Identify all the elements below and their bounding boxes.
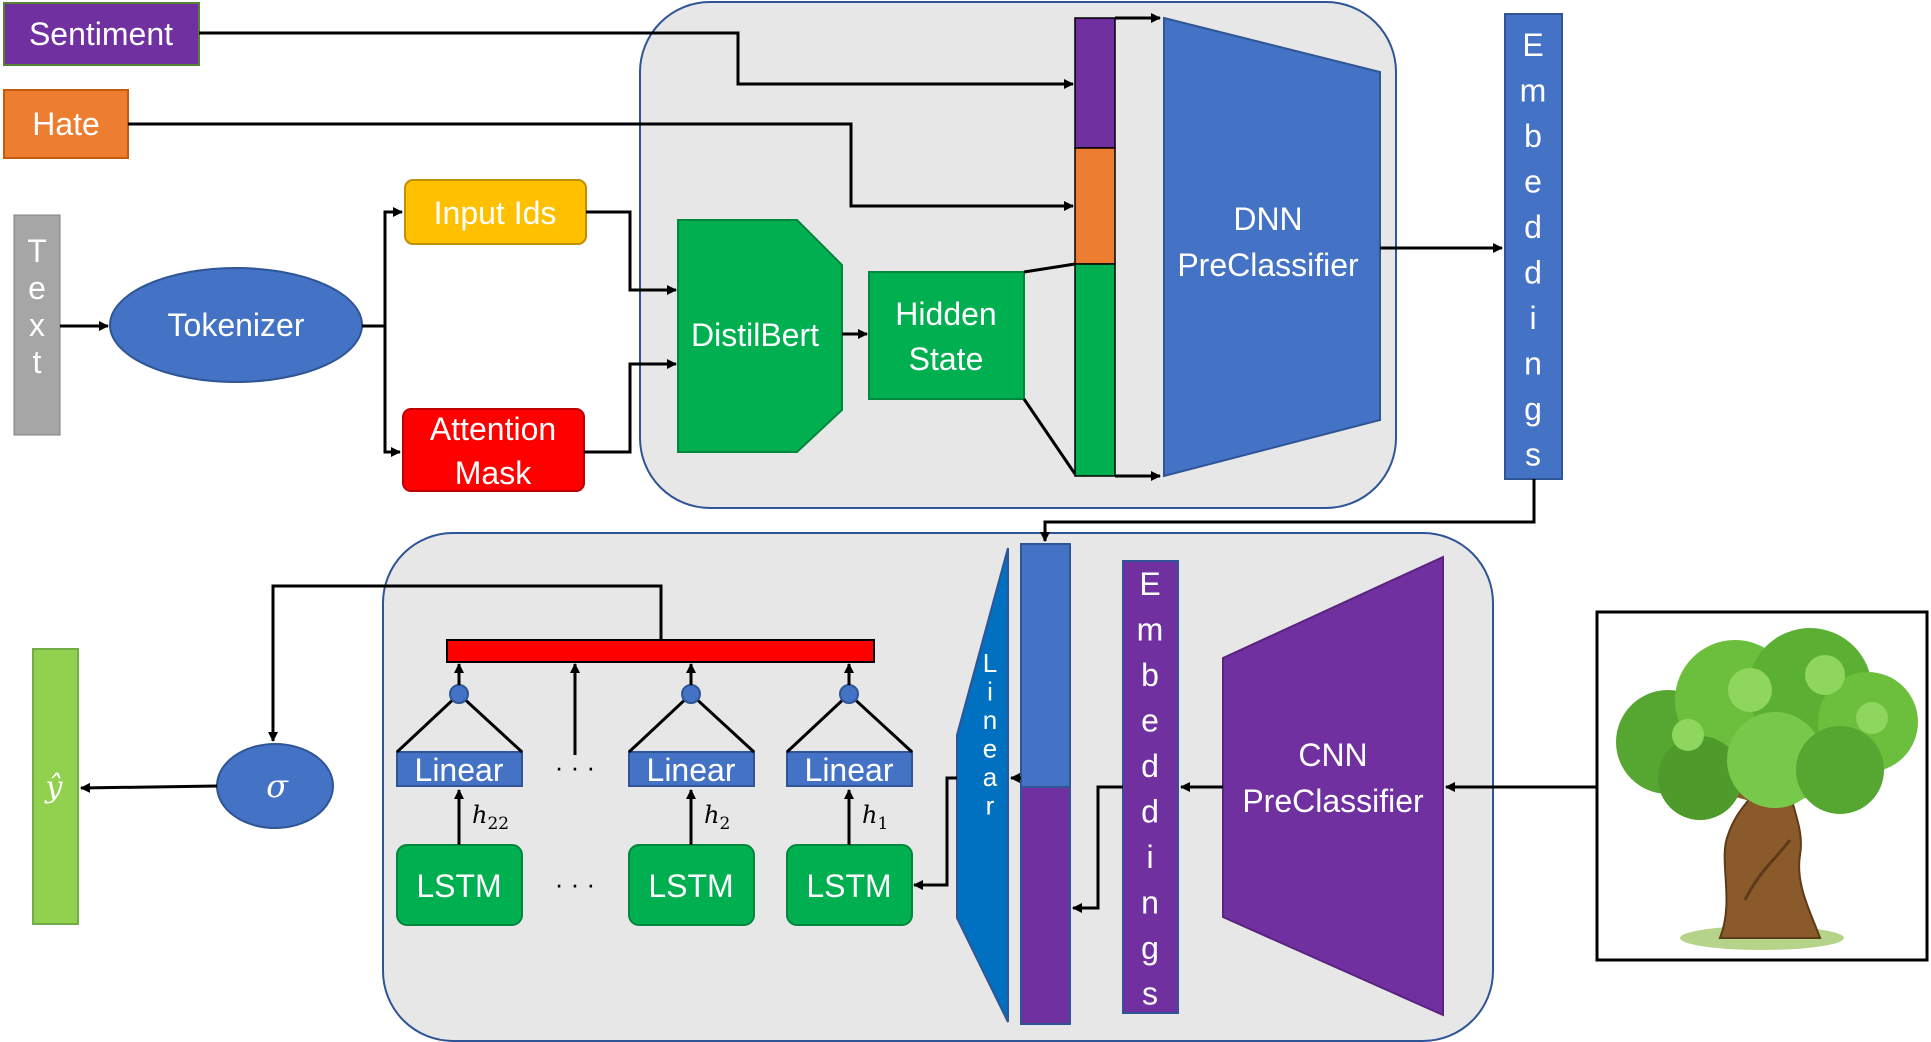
hidden-state-label-2: State <box>909 341 984 377</box>
output-bar: ŷ <box>32 648 79 925</box>
linear-box <box>396 751 523 787</box>
dnn-label-2: PreClassifier <box>1177 247 1359 283</box>
input-ids-box: Input Ids <box>404 179 587 245</box>
tokenizer-node: Tokenizer <box>109 267 363 383</box>
ellipsis-linear: · · · <box>555 752 595 782</box>
cnn-preclassifier: CNN PreClassifier <box>1222 555 1444 1017</box>
cnn-label-1: CNN <box>1298 737 1367 773</box>
fused-vector <box>1020 543 1071 1025</box>
attention-mask-label-2: Mask <box>455 455 532 491</box>
distilbert-label: DistilBert <box>691 317 819 353</box>
linear-label: Linear <box>415 752 504 788</box>
concat-vector <box>1074 17 1116 477</box>
linear-box <box>628 751 755 787</box>
connections <box>60 13 1597 913</box>
attention-mask-label-1: Attention <box>430 411 556 447</box>
image-input <box>1595 610 1929 962</box>
dnn-preclassifier: DNN PreClassifier <box>1163 16 1381 478</box>
tree-image <box>1616 628 1918 950</box>
sigma-label: σ <box>266 767 289 805</box>
output-label: ŷ <box>44 770 64 805</box>
hate-label: Hate <box>32 106 100 142</box>
column-h2: LSTM Linear h2 <box>627 663 756 926</box>
ellipsis-lstm: · · · <box>555 869 595 899</box>
column-h22: LSTM Linear h22 <box>395 663 524 926</box>
sentiment-box: Sentiment <box>3 2 200 66</box>
sentiment-label: Sentiment <box>29 16 173 52</box>
attention-mask-box: Attention Mask <box>402 408 585 492</box>
lstm-label: LSTM <box>416 868 501 904</box>
sigmoid-node: σ <box>216 743 334 829</box>
linear-label: Linear <box>647 752 736 788</box>
hidden-state-box: Hidden State <box>868 271 1025 400</box>
hate-box: Hate <box>3 89 129 159</box>
aggregation-bar <box>446 639 875 663</box>
column-h1: LSTM Linear h1 <box>785 663 914 926</box>
hidden-state-label-1: Hidden <box>895 296 996 332</box>
dnn-label-1: DNN <box>1233 201 1302 237</box>
tokenizer-label: Tokenizer <box>168 307 305 343</box>
lstm-label: LSTM <box>648 868 733 904</box>
lstm-label: LSTM <box>806 868 891 904</box>
distilbert-block: DistilBert <box>677 219 843 453</box>
linear-label: Linear <box>805 752 894 788</box>
linear-box <box>786 751 913 787</box>
input-ids-label: Input Ids <box>434 195 557 231</box>
cnn-label-2: PreClassifier <box>1242 783 1424 819</box>
